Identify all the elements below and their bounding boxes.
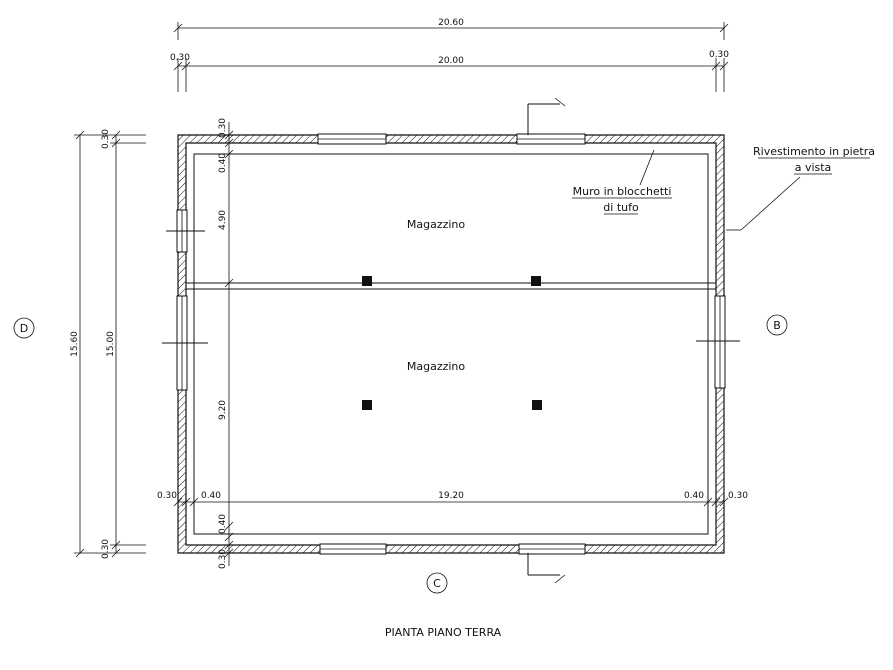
dim-bottom-gap: 0.40 — [218, 514, 228, 534]
annotation-muro: Muro in blocchetti di tufo — [572, 149, 672, 215]
pillars — [362, 276, 542, 410]
interior-lines — [186, 122, 716, 566]
dim-wall-top-left: 0.30 — [101, 129, 111, 149]
section-label-d: D — [20, 322, 28, 335]
section-marker-b: B — [766, 314, 788, 336]
dim-wall-right: 0.30 — [709, 50, 729, 60]
pillar — [362, 400, 372, 410]
room-label-upper: Magazzino — [407, 218, 466, 231]
drawing-title: PIANTA PIANO TERRA — [385, 626, 502, 639]
dim-bottom-span: 19.20 — [438, 491, 464, 501]
bottom-dimensions: 0.30 0.40 19.20 0.40 0.30 — [157, 491, 748, 507]
annotation-rivestimento: Rivestimento in pietra a vista — [726, 145, 875, 231]
rivestimento-label-line1: Rivestimento in pietra — [753, 145, 875, 158]
dim-bottom-left-wall: 0.30 — [157, 491, 177, 501]
top-dimensions: 20.60 0.30 20.00 0.30 — [170, 18, 729, 92]
dim-wall-left: 0.30 — [170, 53, 190, 63]
section-marker-d: D — [13, 317, 35, 339]
section-cut-top — [527, 97, 566, 135]
pillar — [531, 276, 541, 286]
section-cut-bottom — [527, 553, 566, 584]
muro-label-line2: di tufo — [603, 201, 639, 214]
dim-inner-height: 15.00 — [106, 331, 116, 357]
dim-bottom-right-gap: 0.40 — [684, 491, 704, 501]
section-label-c: C — [433, 577, 441, 590]
dim-room1-depth: 4.90 — [218, 210, 228, 230]
dim-bottom-wall: 0.30 — [218, 549, 228, 569]
pillar — [532, 400, 542, 410]
dim-total-width: 20.60 — [438, 18, 464, 28]
dim-bottom-left-gap: 0.40 — [201, 491, 221, 501]
section-marker-c: C — [426, 572, 448, 594]
dim-wall-bottom-left: 0.30 — [101, 539, 111, 559]
pillar — [362, 276, 372, 286]
section-label-b: B — [773, 319, 781, 332]
dim-top-gap: 0.40 — [218, 153, 228, 173]
dim-top-wall: 0.30 — [218, 118, 228, 138]
dim-room2-depth: 9.20 — [218, 400, 228, 420]
left-dimensions: 15.60 15.00 0.30 0.30 — [70, 129, 146, 559]
dim-total-height: 15.60 — [70, 331, 80, 357]
muro-label-line1: Muro in blocchetti — [573, 185, 672, 198]
dim-bottom-right-wall: 0.30 — [728, 491, 748, 501]
rivestimento-label-line2: a vista — [795, 161, 832, 174]
dim-inner-width: 20.00 — [438, 56, 464, 66]
interior-dimensions: 0.30 0.40 4.90 9.20 0.40 0.30 — [218, 118, 228, 569]
room-label-lower: Magazzino — [407, 360, 466, 373]
section-cut-left — [162, 230, 208, 344]
